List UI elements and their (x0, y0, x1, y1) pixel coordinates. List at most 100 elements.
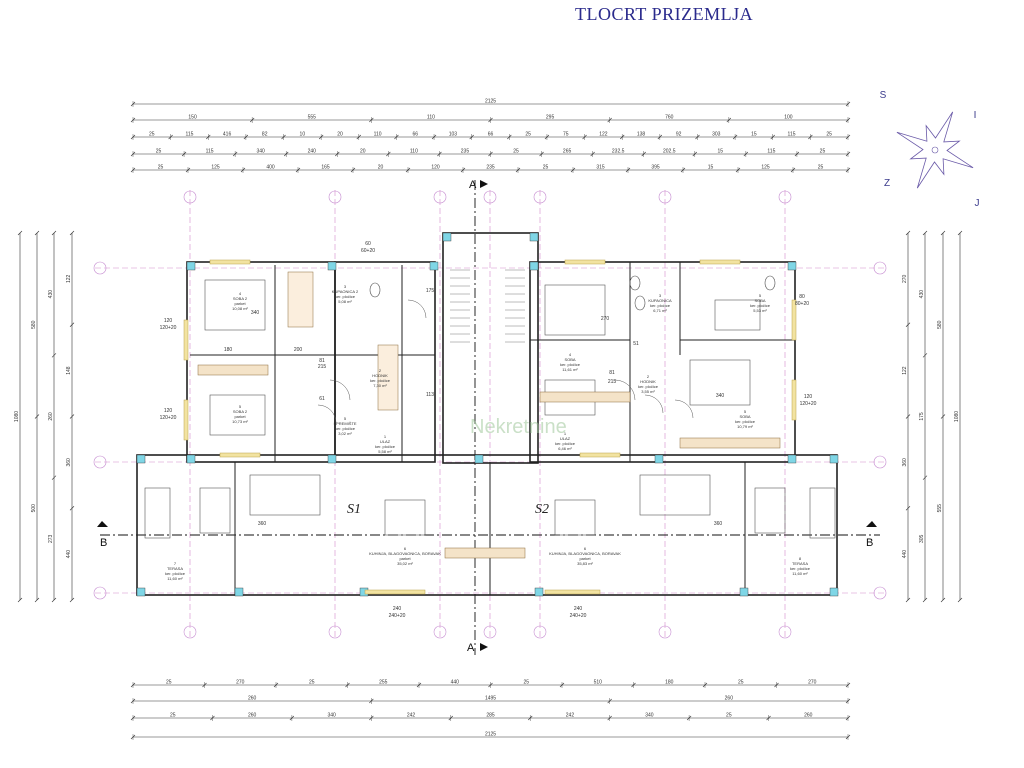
column (529, 261, 539, 271)
dim-value: 25 (170, 713, 176, 719)
dim-value: 115 (185, 132, 193, 138)
opening-dim: 240+20 (389, 613, 406, 619)
dim-tick (34, 414, 40, 419)
interior-dim: 61 (319, 396, 325, 402)
dim-value: 555 (308, 115, 317, 121)
dim-value: 580 (937, 320, 943, 329)
interior-dim: 200 (294, 347, 303, 353)
section-arrow (97, 521, 108, 527)
dim-value: 25 (156, 149, 162, 155)
room-num: 4 (239, 291, 242, 296)
dim-value: 115 (767, 149, 775, 155)
dim-value: 10 (300, 132, 306, 138)
wall (334, 261, 436, 463)
dim-tick (905, 597, 911, 603)
dim-value: 500 (31, 504, 37, 513)
dim-tick (17, 597, 23, 603)
room-area: 35,83 m² (577, 561, 593, 566)
opening-dim: 120 (804, 394, 813, 400)
dining-table (384, 499, 426, 536)
room-num: 5 (239, 404, 242, 409)
window (183, 399, 189, 441)
dim-value: 360 (66, 458, 72, 467)
grid-bubble (658, 625, 672, 639)
dim-value: 15 (718, 149, 724, 155)
compass-east: I (974, 110, 977, 121)
bed (209, 394, 266, 436)
room-floor: parket (234, 301, 246, 306)
watermark: Nekretnine (470, 416, 567, 438)
opening-dim: 120 (164, 408, 173, 414)
bed (204, 279, 266, 331)
column (429, 261, 439, 271)
dim-value: 15 (751, 132, 757, 138)
dim-value: 100 (784, 115, 793, 121)
room-area: 35,02 m² (397, 561, 413, 566)
dim-tick (905, 506, 911, 511)
counter (679, 437, 781, 449)
column (327, 454, 337, 464)
door-swing (407, 299, 427, 319)
counter (197, 364, 269, 376)
unit-label-s1: S1 (347, 502, 361, 517)
room-area: 5,58 m² (378, 449, 392, 454)
column (327, 261, 337, 271)
room-num: 2 (379, 368, 382, 373)
dim-tick (51, 597, 57, 603)
dim-value: 340 (257, 149, 266, 155)
room-name: SOBA (754, 298, 765, 303)
dim-value: 25 (726, 713, 732, 719)
grid-bubble (873, 261, 887, 275)
room-name: ULAZ (380, 439, 391, 444)
interior-dim: 340 (251, 310, 260, 316)
dim-value: 110 (374, 132, 382, 138)
room-area: 11,61 m² (562, 367, 578, 372)
dim-tick (51, 353, 57, 358)
dim-value: 125 (761, 165, 770, 171)
dim-value: 285 (486, 713, 495, 719)
room-floor: ker. pločice (560, 362, 581, 367)
room-num: 6 (584, 546, 587, 551)
dim-value: 265 (563, 149, 572, 155)
dim-value: 25 (523, 680, 529, 686)
window (699, 259, 741, 265)
compass-rose: S I J Z (880, 90, 980, 209)
dim-value: 2125 (485, 99, 496, 105)
room-name: SPREMIŠTE (333, 421, 356, 426)
room-floor: ker. pločice (638, 384, 659, 389)
compass-south: J (975, 198, 980, 209)
dim-value: 270 (808, 680, 817, 686)
dim-value: 303 (712, 132, 721, 138)
dim-value: 103 (449, 132, 458, 138)
column (787, 261, 797, 271)
column (654, 454, 664, 464)
opening-dim: 60+20 (361, 248, 375, 254)
opening-dim: 240 (574, 606, 583, 612)
counter (539, 391, 631, 403)
dim-value: 270 (236, 680, 245, 686)
opening-dim: 120 (164, 318, 173, 324)
opening-dim: 60 (365, 241, 371, 247)
room-name: ULAZ (560, 436, 571, 441)
dim-value: 125 (211, 165, 220, 171)
dim-value: 115 (206, 149, 214, 155)
dim-value: 110 (410, 149, 418, 155)
sofa (809, 487, 836, 539)
room-name: HODNIK (640, 379, 656, 384)
dim-value: 25 (513, 149, 519, 155)
dim-tick (922, 597, 928, 603)
room-name: HODNIK (372, 373, 388, 378)
interior-dim: 81 (609, 370, 615, 376)
opening-dim: 80+20 (795, 301, 809, 307)
compass-center (931, 146, 939, 154)
room-floor: ker. pločice (650, 303, 671, 308)
